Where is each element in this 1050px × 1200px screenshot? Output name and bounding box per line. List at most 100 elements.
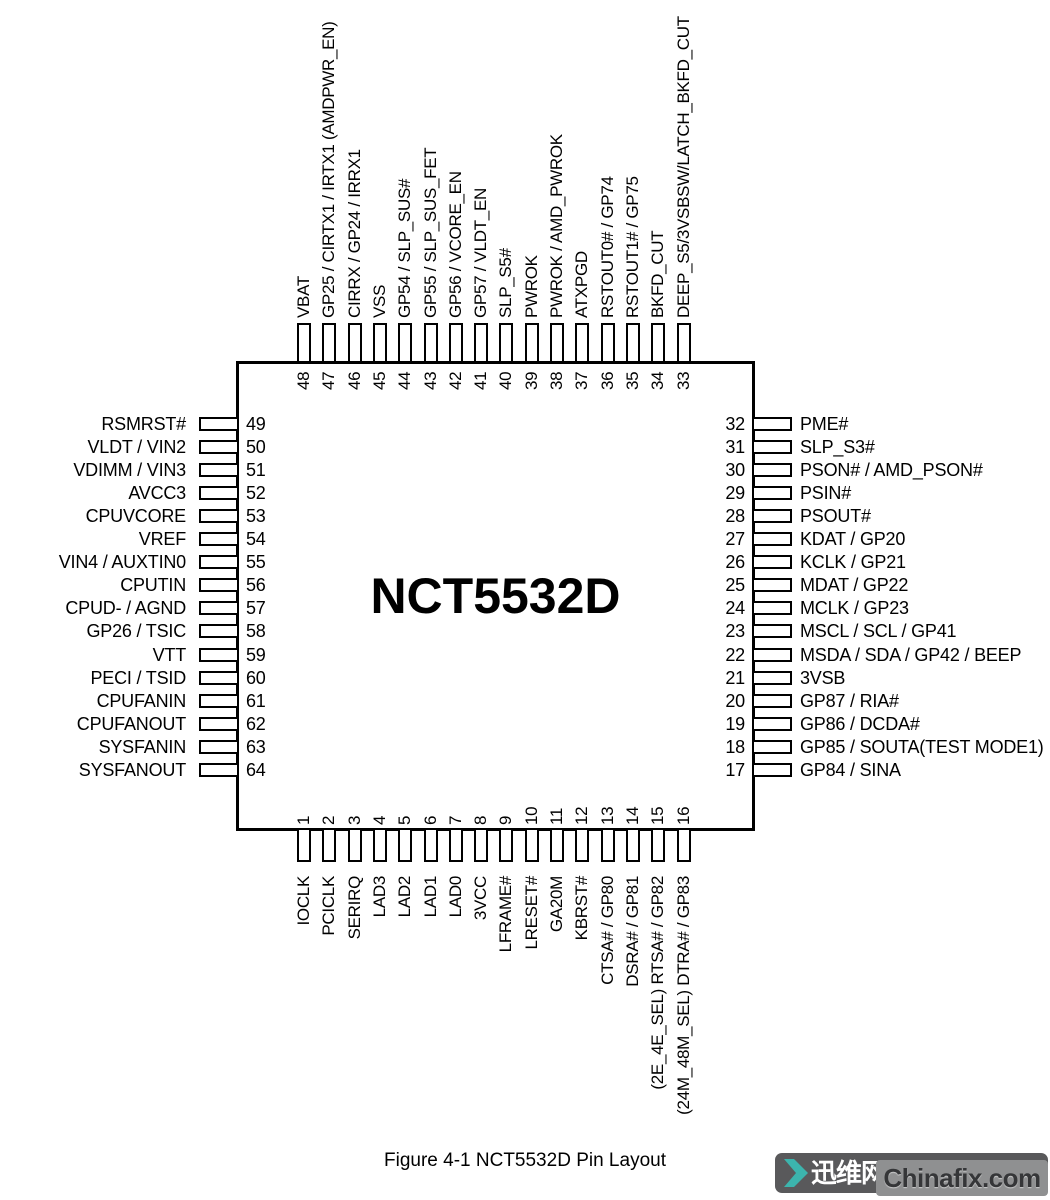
pin-label: CPUD- / AGND <box>65 598 186 619</box>
pin-label: 3VCC <box>471 876 491 921</box>
pin-number: 56 <box>246 575 266 596</box>
pin-pad <box>297 323 311 363</box>
pin-label: PSOUT# <box>800 506 871 527</box>
pin-label: SLP_S3# <box>800 437 875 458</box>
pin-label: PME# <box>800 414 849 434</box>
pin-number: 42 <box>445 371 465 390</box>
pin-number: 14 <box>622 806 642 825</box>
pin-number: 40 <box>496 371 516 390</box>
pin-pad <box>752 463 792 478</box>
pin-number: 13 <box>597 806 617 825</box>
pin-label: CPUFANOUT <box>76 713 186 734</box>
pin-number: 30 <box>725 460 745 481</box>
pin-label: 3VSB <box>800 667 846 688</box>
pin-pad <box>625 828 640 862</box>
pin-label: PWROK / AMD_PWROK <box>547 134 566 318</box>
pin-label: CPUVCORE <box>85 506 187 527</box>
pin-number: 39 <box>521 371 541 390</box>
pin-number: 4 <box>369 815 389 825</box>
pin-pad <box>448 323 463 363</box>
pin-number: 59 <box>246 644 266 665</box>
pin-label: VREF <box>138 529 186 550</box>
pin-label: AVCC3 <box>128 483 186 504</box>
pin-pad <box>448 828 463 862</box>
pin-number: 44 <box>395 371 415 390</box>
pin-pad <box>423 323 438 363</box>
pin-pad <box>423 828 438 862</box>
pin-number: 1 <box>294 815 313 825</box>
pin-number: 25 <box>725 575 745 596</box>
pin-pad <box>600 828 615 862</box>
pin-label: LAD1 <box>420 876 440 918</box>
pin-pad <box>752 578 792 593</box>
pin-label: MSCL / SCL / GP41 <box>800 621 957 642</box>
pin-label: MDAT / GP22 <box>800 575 909 596</box>
pin-label: GP86 / DCDA# <box>800 713 920 734</box>
pin-pad <box>752 601 792 616</box>
pin-pad <box>752 739 792 754</box>
pin-label: GP85 / SOUTA(TEST MODE1) <box>800 736 1044 757</box>
pin-number: 53 <box>246 506 266 527</box>
pin-number: 17 <box>725 759 745 780</box>
pin-number: 2 <box>319 815 339 825</box>
pin-pad <box>199 555 239 570</box>
pin-pad <box>752 670 792 685</box>
watermark-site-text: Chinafix.com <box>883 1163 1041 1193</box>
pin-number: 10 <box>521 806 541 825</box>
pin-pad <box>524 323 539 363</box>
pin-number: 28 <box>725 506 745 527</box>
pin-pad <box>752 509 792 524</box>
pin-pad <box>199 601 239 616</box>
pin-number: 54 <box>246 529 266 550</box>
pin-number: 63 <box>246 736 266 757</box>
pin-pad <box>499 828 514 862</box>
pin-pad <box>199 716 239 731</box>
pin-number: 16 <box>673 806 693 825</box>
pin-number: 20 <box>725 690 745 711</box>
pin-number: 12 <box>572 806 592 825</box>
pin-label: RSTOUT1# / GP75 <box>622 176 642 318</box>
pin-number: 52 <box>246 483 266 504</box>
pin-pad <box>297 828 311 862</box>
pin-pad <box>752 647 792 662</box>
pin-label: SLP_S5# <box>496 248 516 318</box>
pin-number: 46 <box>344 371 364 390</box>
pin-label: GP56 / VCORE_EN <box>445 171 465 318</box>
pin-label: GP54 / SLP_SUS# <box>395 178 415 318</box>
pin-label: LRESET# <box>521 876 541 950</box>
pin-label: PWROK <box>521 255 541 318</box>
pin-label: SYSFANIN <box>98 736 187 757</box>
pin-pad <box>199 486 239 501</box>
pin-number: 7 <box>445 815 465 825</box>
pin-number: 48 <box>294 371 313 390</box>
pin-label: MSDA / SDA / GP42 / BEEP <box>800 644 1022 665</box>
pin-label: CIRRX / GP24 / IRRX1 <box>344 149 364 318</box>
pin-pad <box>398 828 413 862</box>
pin-pad <box>524 828 539 862</box>
pin-number: 36 <box>597 371 617 390</box>
pin-label: CPUFANIN <box>96 690 187 711</box>
pin-number: 19 <box>725 713 745 734</box>
pin-number: 62 <box>246 713 266 734</box>
pin-pad <box>752 532 792 547</box>
pin-pad <box>625 323 640 363</box>
pin-pad <box>752 440 792 455</box>
pin-label: PSIN# <box>800 483 852 504</box>
pin-label: IOCLK <box>294 876 313 926</box>
pin-number: 11 <box>547 807 566 825</box>
pin-number: 45 <box>369 371 389 390</box>
pin-pad <box>199 670 239 685</box>
pin-pad <box>372 828 387 862</box>
pin-number: 8 <box>471 815 491 825</box>
pin-pad <box>550 828 564 862</box>
pin-pad <box>575 323 590 363</box>
pin-number: 43 <box>420 371 440 390</box>
pin-number: 38 <box>547 371 566 390</box>
pin-pad <box>600 323 615 363</box>
pin-number: 24 <box>725 598 745 619</box>
pin-pad <box>575 828 590 862</box>
pin-label: SERIRQ <box>344 876 364 940</box>
pin-number: 23 <box>725 621 745 642</box>
pin-number: 6 <box>420 815 440 825</box>
pin-pad <box>199 647 239 662</box>
